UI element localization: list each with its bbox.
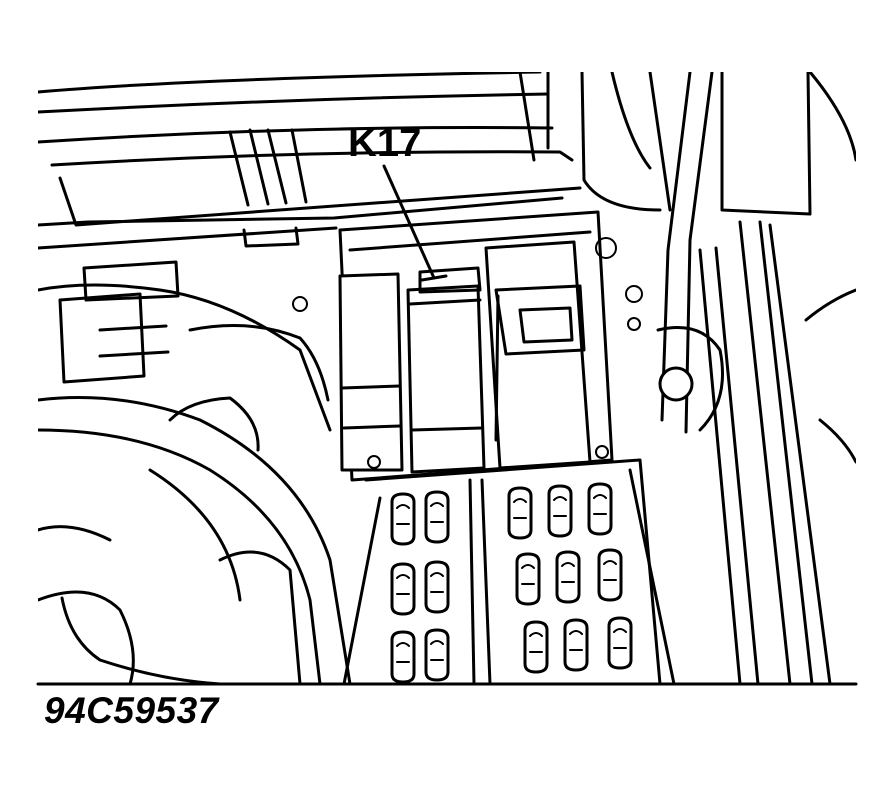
relay-block	[292, 210, 643, 482]
figure-id: 94C59537	[44, 690, 219, 731]
right-structure	[580, 72, 856, 684]
callout-leader	[382, 164, 448, 282]
callout-label-k17: K17	[348, 121, 421, 165]
fuse-panel	[342, 458, 676, 684]
upper-panel	[38, 72, 582, 250]
left-hoses	[38, 260, 352, 684]
